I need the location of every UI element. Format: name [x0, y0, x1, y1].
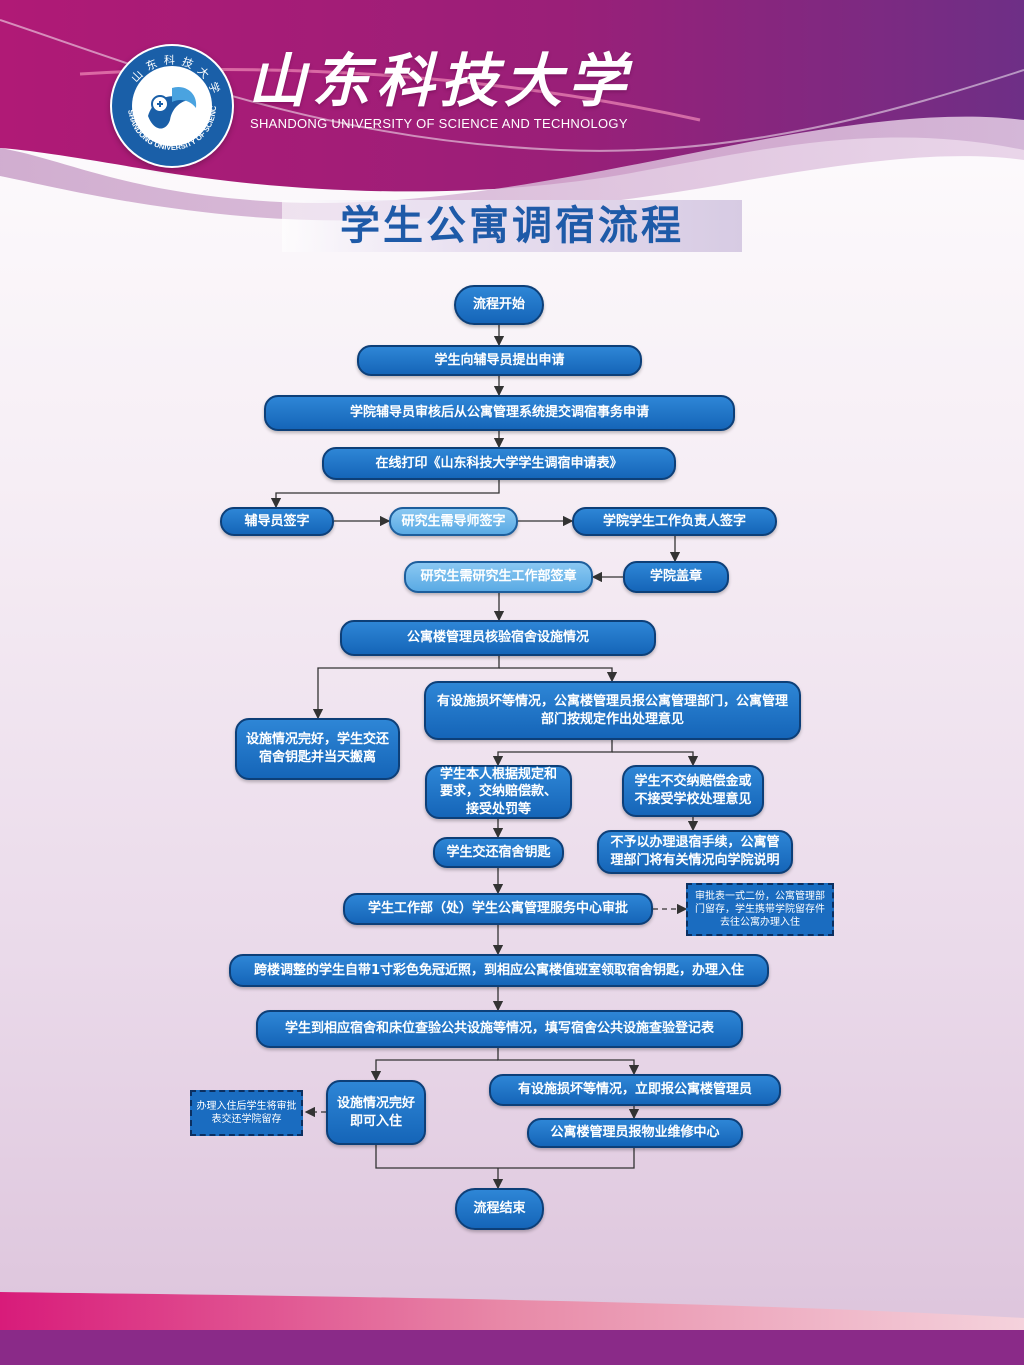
page-title: 学生公寓调宿流程 [340, 203, 684, 249]
node-college-leader-sign: 学院学生工作负责人签字 [572, 507, 777, 536]
node-inspect: 公寓楼管理员核验宿舍设施情况 [340, 620, 656, 656]
node-no-checkout: 不予以办理退宿手续，公寓管理部门将有关情况向学院说明 [597, 830, 793, 874]
node-check-facility: 学生到相应宿舍和床位查验公共设施等情况，填写宿舍公共设施查验登记表 [256, 1010, 743, 1048]
node-facility-ok: 设施情况完好，学生交还宿舍钥匙并当天搬离 [235, 718, 400, 780]
node-approve: 学生工作部（处）学生公寓管理服务中心审批 [343, 893, 653, 925]
university-name-cn: 山东科技大学 [248, 47, 633, 115]
node-checkin: 跨楼调整的学生自带1寸彩色免冠近照，到相应公寓楼值班室领取宿舍钥匙，办理入住 [229, 954, 769, 987]
title-banner [282, 200, 742, 252]
node-end: 流程结束 [455, 1188, 544, 1230]
emblem-graphic: SHANDONG UNIVERSITY OF SCIENCE AND TECHN… [107, 37, 232, 166]
node-submit: 学院辅导员审核后从公寓管理系统提交调宿事务申请 [264, 395, 735, 431]
node-report-property: 公寓楼管理员报物业维修中心 [527, 1118, 743, 1148]
node-return-key: 学生交还宿舍钥匙 [433, 837, 564, 868]
university-name-en: SHANDONG UNIVERSITY OF SCIENCE AND TECHN… [250, 116, 628, 131]
node-grad-stamp: 研究生需研究生工作部签章 [404, 561, 593, 593]
node-college-stamp: 学院盖章 [623, 561, 729, 593]
node-tutor-sign: 研究生需导师签字 [389, 507, 518, 536]
node-apply: 学生向辅导员提出申请 [357, 345, 642, 376]
note-checkin: 办理入住后学生将审批表交还学院留存 [190, 1090, 303, 1136]
university-emblem: SHANDONG UNIVERSITY OF SCIENCE AND TECHN… [107, 37, 234, 168]
node-start: 流程开始 [454, 285, 544, 325]
node-damage-now: 有设施损坏等情况，立即报公寓楼管理员 [489, 1074, 781, 1106]
node-refuse: 学生不交纳赔偿金或不接受学校处理意见 [622, 765, 764, 817]
node-pay-compensation: 学生本人根据规定和要求，交纳赔偿款、接受处罚等 [425, 765, 572, 819]
node-print: 在线打印《山东科技大学学生调宿申请表》 [322, 447, 676, 480]
node-ok-checkin: 设施情况完好即可入住 [326, 1080, 426, 1145]
note-approve: 审批表一式二份，公寓管理部门留存，学生携带学院留存件去往公寓办理入住 [686, 883, 834, 936]
node-counselor-sign: 辅导员签字 [220, 507, 334, 536]
node-damage-report: 有设施损坏等情况，公寓楼管理员报公寓管理部门，公寓管理部门按规定作出处理意见 [424, 681, 801, 740]
